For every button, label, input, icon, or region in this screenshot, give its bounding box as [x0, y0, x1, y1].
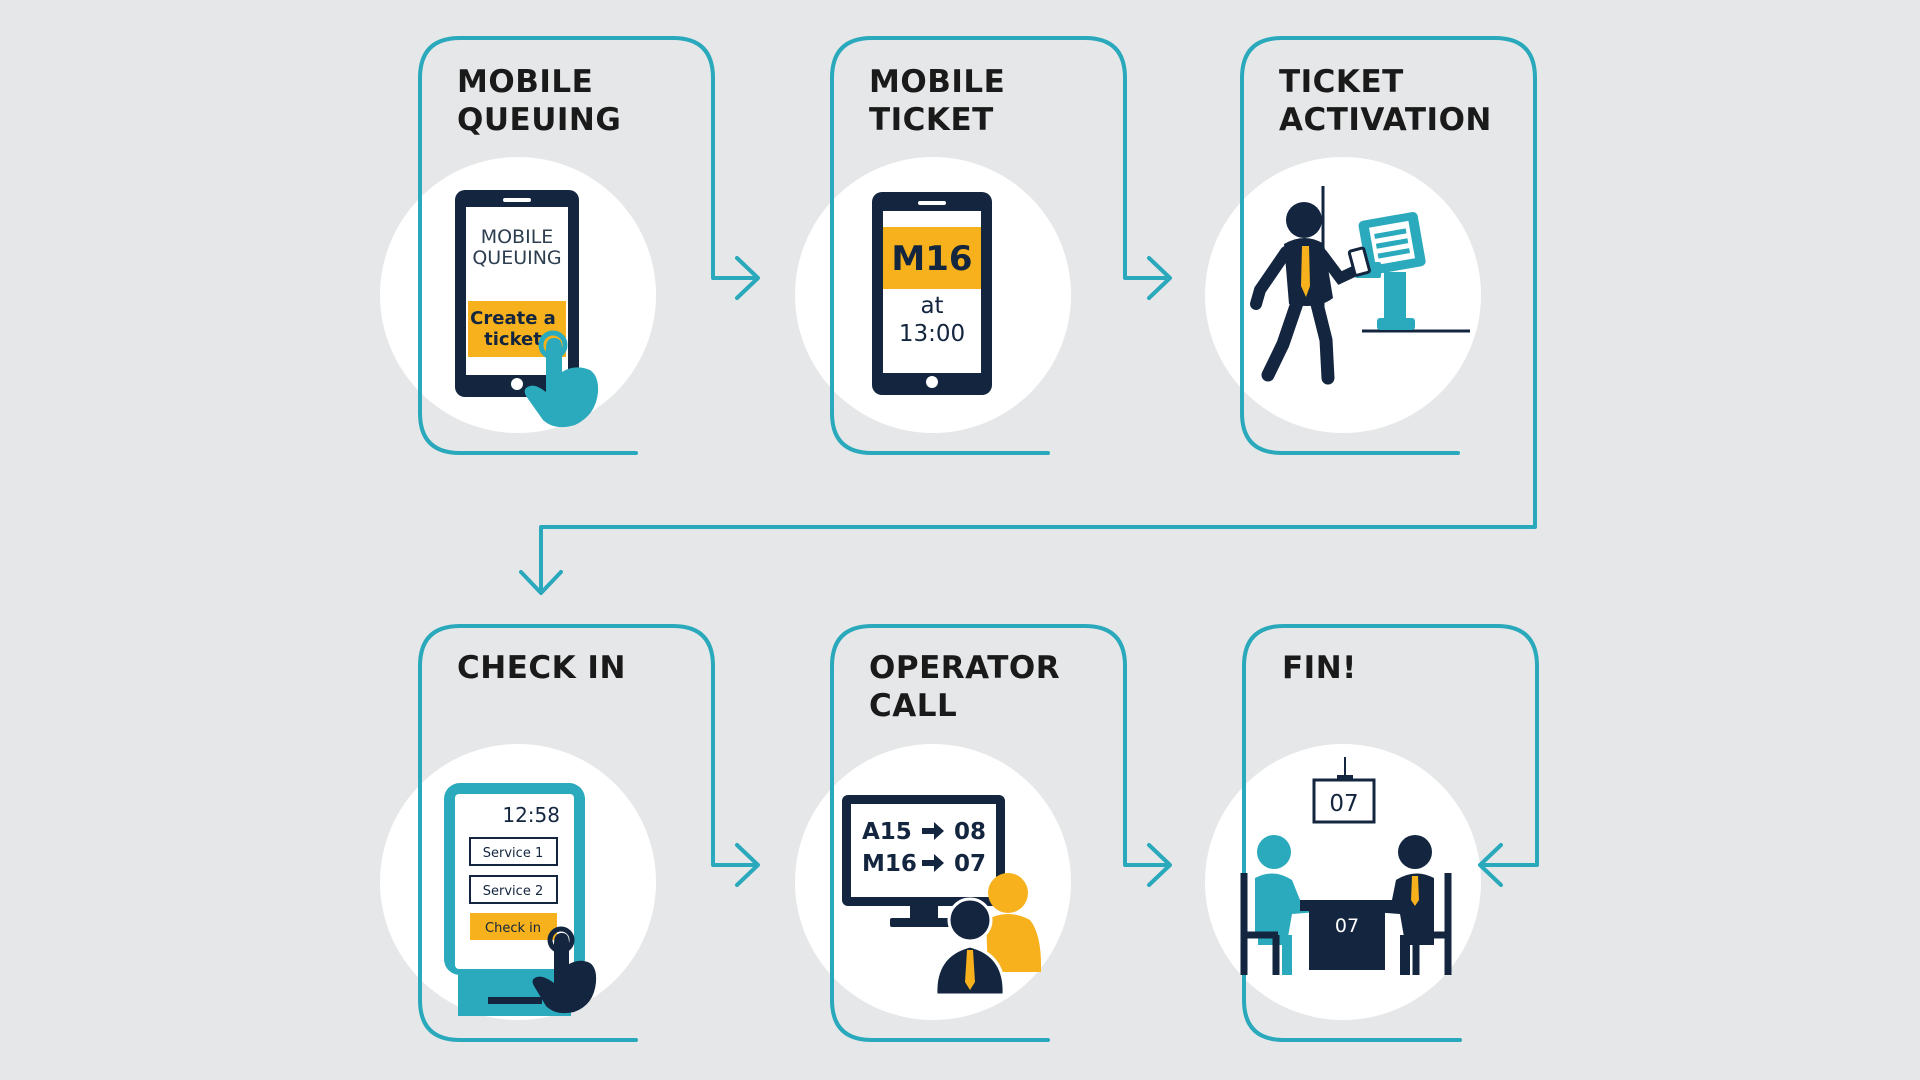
operator-icon — [1371, 835, 1452, 975]
step-title-ticket-activation: TICKET ACTIVATION — [1279, 64, 1492, 138]
tap-hand-icon — [524, 330, 599, 428]
service-2-button — [469, 875, 558, 904]
right-arrow-icon — [922, 822, 944, 872]
arrowhead-2 — [1147, 256, 1172, 300]
step-title-mobile-ticket: MOBILE TICKET — [869, 64, 1006, 138]
counter-sign-number: 07 — [1329, 791, 1358, 817]
frame-mobile-queuing — [418, 36, 757, 455]
call-row-1-ticket: A15 — [862, 819, 912, 845]
ticket-time: 13:00 — [899, 321, 965, 347]
desk-icon: 07 — [1300, 900, 1394, 970]
button-text-line-2: ticket — [484, 329, 542, 350]
service-1-button — [469, 837, 558, 866]
customer-icon — [1240, 835, 1321, 975]
tap-hand-icon — [532, 926, 597, 1014]
ticket-number: M16 — [891, 239, 972, 279]
kiosk-icon — [1321, 186, 1470, 333]
frame-operator-call — [830, 624, 1169, 1042]
smartphone-icon: M16 at 13:00 — [872, 192, 992, 395]
step-title-check-in: CHECK IN — [457, 650, 626, 686]
svg-text:Service 1: Service 1 — [483, 846, 543, 861]
walking-person-icon — [1250, 202, 1371, 385]
step-title-mobile-queuing: MOBILE QUEUING — [457, 64, 622, 138]
call-row-2-counter: 07 — [954, 851, 986, 877]
frame-check-in — [418, 624, 757, 1042]
step-title-operator-call: OPERATOR CALL — [869, 650, 1061, 724]
frame-ticket-activation — [539, 36, 1537, 594]
arrowhead-1 — [735, 256, 760, 300]
frame-fin — [1242, 624, 1539, 1042]
flow-connectors — [418, 36, 1539, 1042]
desk-number: 07 — [1335, 915, 1359, 937]
arrowhead-4 — [1147, 843, 1172, 887]
svg-text:Service 2: Service 2 — [483, 884, 543, 899]
counter-sign-icon: 07 — [1312, 757, 1376, 824]
arrowhead-return — [1478, 843, 1503, 887]
screen-text-line-2: QUEUING — [472, 247, 561, 269]
svg-text:Check in: Check in — [485, 921, 541, 936]
frame-mobile-ticket — [830, 36, 1169, 455]
kiosk-icon: 12:58 Service 1 Service 2 Check in — [444, 783, 585, 1016]
people-icon — [934, 873, 1042, 997]
kiosk-time: 12:58 — [502, 803, 560, 827]
call-row-1-counter: 08 — [954, 819, 986, 845]
circle-ticket-activation — [1205, 157, 1481, 433]
monitor-icon: A15 08 M16 07 — [842, 795, 1005, 927]
ticket-number-box — [883, 227, 981, 289]
call-row-2-ticket: M16 — [862, 851, 917, 877]
check-in-button — [470, 913, 557, 940]
arrowhead-3 — [735, 843, 760, 887]
step-title-fin: FIN! — [1282, 650, 1357, 686]
button-text-line-1: Create a — [470, 308, 556, 329]
at-label: at — [920, 293, 943, 319]
arrowhead-down — [519, 570, 563, 595]
screen-text-line-1: MOBILE — [481, 226, 554, 248]
